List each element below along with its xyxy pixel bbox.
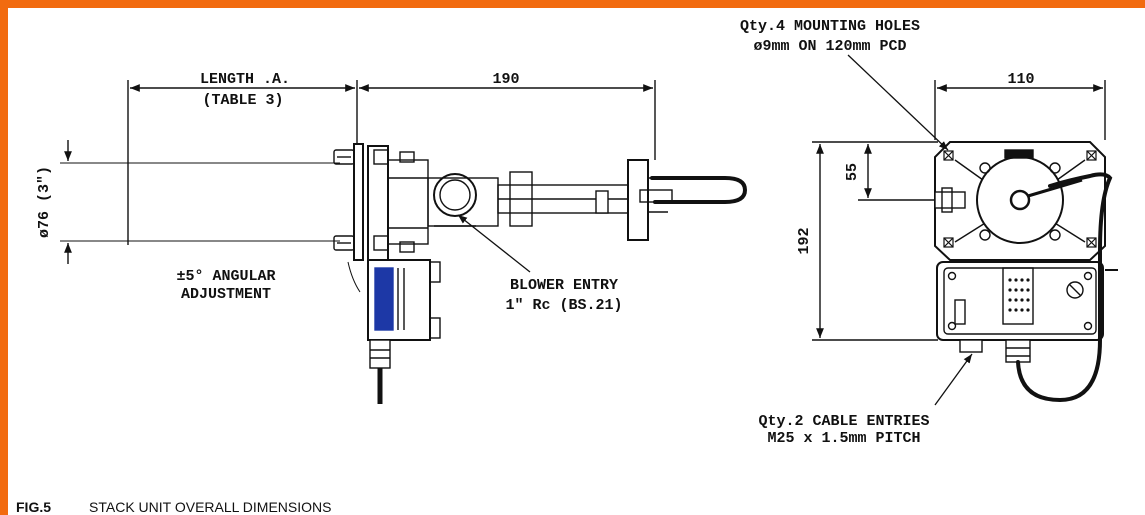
figure-caption: FIG.5 STACK UNIT OVERALL DIMENSIONS (16, 499, 331, 515)
cable-entry-right (1005, 339, 1031, 363)
mounting-holes (943, 150, 1097, 248)
front-cable (1016, 172, 1113, 403)
cable-gland-side (369, 339, 391, 369)
blower-label-line2: 1" Rc (BS.21) (505, 297, 622, 314)
mounting-label-line2: ø9mm ON 120mm PCD (753, 38, 906, 55)
cable-label-line2: M25 x 1.5mm PITCH (767, 430, 920, 447)
cable-entry-left (959, 339, 983, 353)
dim-110-label: 110 (1007, 71, 1034, 88)
mounting-flange (353, 143, 364, 261)
figure-number: FIG.5 (16, 499, 52, 515)
angular-label-line2: ADJUSTMENT (181, 286, 271, 303)
mounting-label-line1: Qty.4 MOUNTING HOLES (740, 18, 920, 35)
cable-entries-leader (934, 353, 973, 406)
dim-192-label: 192 (796, 227, 813, 254)
angular-label-line1: ±5° ANGULAR (176, 268, 275, 285)
electronics-enclosure (936, 261, 1104, 341)
diameter-label: ø76 (3") (36, 166, 53, 238)
dim-190-label: 190 (492, 71, 519, 88)
blower-hose (650, 176, 748, 204)
length-label-line1: LENGTH .A. (200, 71, 290, 88)
length-label-line2: (TABLE 3) (202, 92, 283, 109)
dim-55-label: 55 (844, 163, 861, 181)
cable-label-line1: Qty.2 CABLE ENTRIES (758, 413, 929, 430)
blower-leader (457, 214, 531, 273)
mounting-holes-leader (847, 54, 949, 151)
blower-entry-circle (433, 173, 477, 217)
figure-title: STACK UNIT OVERALL DIMENSIONS (89, 499, 332, 515)
side-view (60, 80, 748, 404)
blower-label-line1: BLOWER ENTRY (510, 277, 618, 294)
front-view (812, 80, 1118, 403)
